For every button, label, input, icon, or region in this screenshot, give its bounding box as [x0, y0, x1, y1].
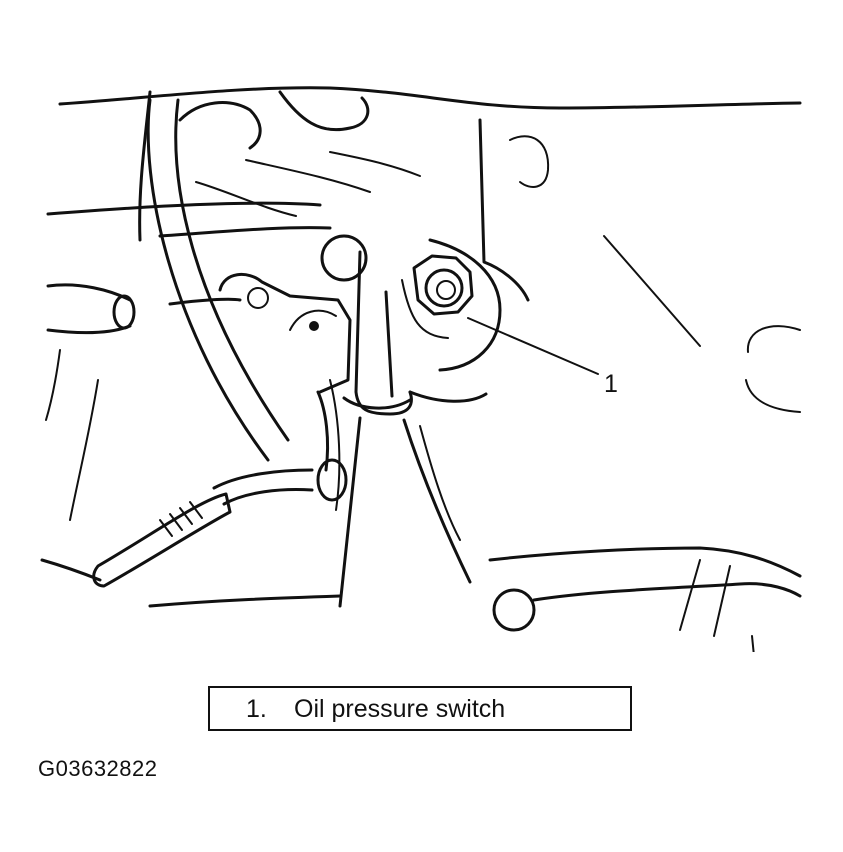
hose-fitting	[112, 294, 136, 330]
right-round-2	[745, 379, 801, 413]
switch-housing-boss	[428, 238, 502, 372]
bracket-detail	[289, 309, 337, 331]
right-boss	[509, 135, 550, 188]
bracket-bolt	[309, 321, 319, 331]
right-round-1	[746, 325, 801, 353]
lower-pan-edge	[148, 594, 342, 608]
connector-cable	[40, 558, 102, 582]
bracket-hole	[247, 287, 269, 309]
tick-mark	[751, 635, 755, 652]
pipe-outer	[146, 98, 270, 462]
mount-bracket	[218, 273, 352, 394]
right-diagonal	[603, 235, 701, 347]
switch-shadow	[401, 279, 449, 339]
wire-harness-1	[316, 390, 330, 472]
oil-pressure-switch-terminal	[436, 280, 456, 300]
pipe-inner	[174, 98, 290, 442]
wire-clip	[316, 458, 348, 502]
collar-ring	[342, 396, 412, 410]
bolt-head-upper	[320, 234, 368, 282]
upper-bracket-edge	[46, 201, 322, 216]
column-collar	[408, 390, 488, 403]
lower-column-inner	[419, 425, 461, 541]
rib-line-1	[195, 181, 297, 217]
column-center	[384, 290, 394, 398]
connector-wire-bottom	[222, 488, 314, 506]
engine-line-art	[40, 86, 802, 652]
bolt-head-lower	[492, 588, 536, 632]
left-edge	[45, 349, 61, 421]
crossbar-top	[158, 226, 332, 238]
figure-id: G03632822	[38, 756, 158, 781]
upper-housing-edge	[58, 86, 802, 110]
legend-item-label: Oil pressure switch	[294, 695, 506, 723]
lower-right-rail	[532, 582, 802, 602]
callout-number: 1	[604, 370, 618, 398]
connector-wire-top	[212, 468, 314, 490]
column-left	[354, 250, 413, 416]
left-edge-lower	[69, 379, 99, 521]
right-block-edge	[478, 118, 530, 302]
casting-curve	[278, 90, 370, 132]
rib-line-3	[329, 151, 421, 177]
sensor-connector	[92, 492, 232, 588]
wire-harness-2	[329, 379, 341, 511]
callout-leader-line	[467, 317, 599, 375]
lower-right-ribs	[679, 559, 731, 637]
hose-left-bottom	[46, 324, 132, 335]
lower-column-right	[402, 418, 472, 584]
crossbar-bottom	[168, 297, 242, 306]
legend-item-number: 1.	[246, 695, 267, 723]
pulley-curve	[178, 101, 262, 150]
legend-box: 1. Oil pressure switch	[208, 686, 632, 731]
connector-grip-ridges	[159, 501, 203, 537]
rib-line-2	[245, 159, 371, 193]
oil-pressure-switch-body	[424, 268, 464, 308]
oil-pressure-switch-hex	[412, 254, 474, 316]
lower-column-left	[338, 416, 362, 608]
lower-right-flange	[488, 546, 802, 578]
